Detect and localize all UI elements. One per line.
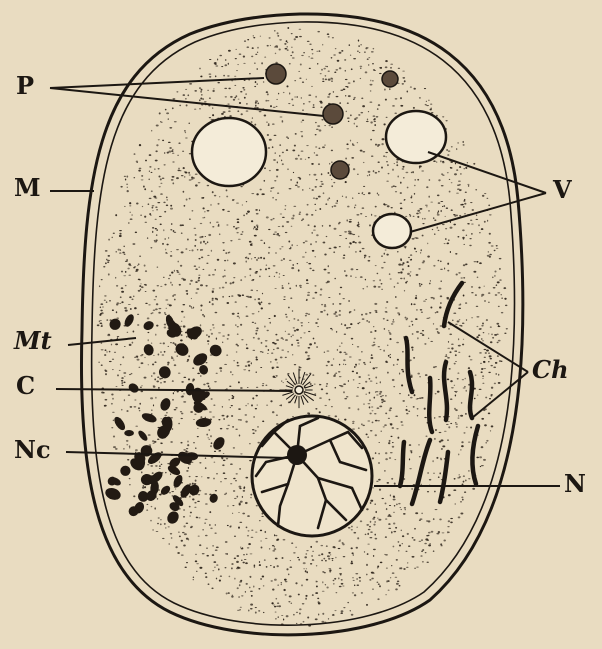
chromatin-thread bbox=[429, 378, 432, 432]
plastid-1 bbox=[266, 64, 286, 84]
plastid-3 bbox=[323, 104, 343, 124]
label-V: V bbox=[552, 175, 572, 204]
label-Mt: Mt bbox=[13, 326, 52, 355]
label-C: C bbox=[16, 371, 35, 400]
nucleolus bbox=[287, 445, 307, 465]
nucleus bbox=[252, 416, 372, 536]
plastid-2 bbox=[382, 71, 398, 87]
centriole bbox=[295, 386, 303, 394]
chromatin-thread bbox=[470, 372, 472, 418]
vacuole-small bbox=[373, 214, 411, 248]
nuclear-membrane bbox=[252, 416, 372, 536]
label-P: P bbox=[16, 71, 34, 100]
plastid-4 bbox=[331, 161, 349, 179]
label-M: M bbox=[14, 173, 41, 202]
vacuole-large-left bbox=[192, 118, 266, 186]
mitochondrion bbox=[124, 430, 134, 436]
label-N: N bbox=[564, 469, 586, 498]
label-Nc: Nc bbox=[14, 435, 51, 464]
label-Ch: Ch bbox=[532, 355, 569, 384]
